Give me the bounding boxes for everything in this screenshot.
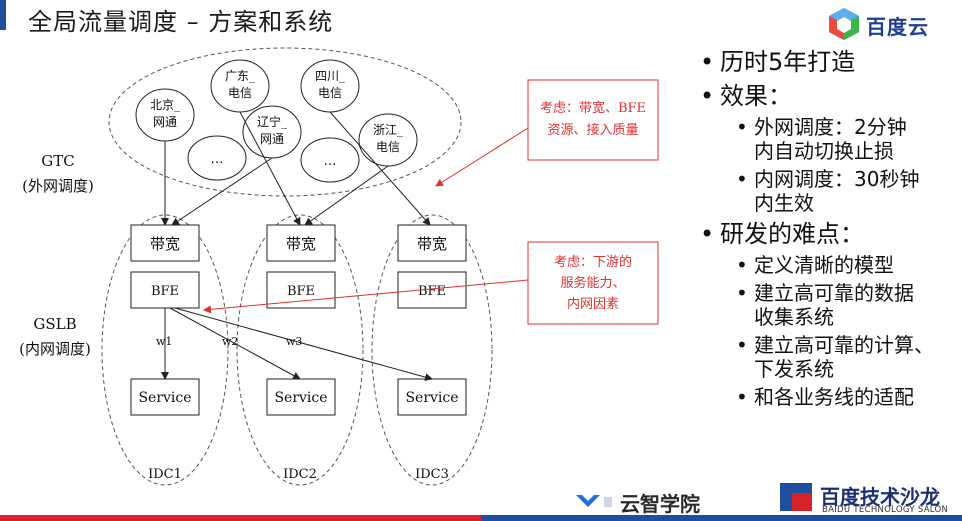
bullet-difficulties: 研发的难点：	[700, 219, 962, 250]
note-gslb-arrow	[203, 279, 529, 314]
bandwidth-box-idc3: 带宽	[397, 224, 467, 262]
isp-ellipsis-1: …	[187, 135, 247, 181]
svg-text:辽宁_: 辽宁_	[257, 114, 287, 129]
bandwidth-box-idc1: 带宽	[130, 224, 200, 262]
isp-guangdong: 广东_ 电信	[210, 59, 270, 113]
note-gslb-considerations: 考虑：下游的 服务能力、 内网因素	[527, 241, 659, 325]
svg-text:…: …	[324, 154, 337, 169]
isp-ellipsis-2: …	[300, 137, 360, 183]
svg-text:Service: Service	[405, 390, 458, 406]
bullet-history: 历时5年打造	[700, 47, 962, 78]
svg-text:网通: 网通	[153, 115, 177, 129]
academy-text: 云智学院	[620, 492, 700, 516]
slide-title: 全局流量调度 – 方案和系统	[28, 8, 334, 36]
idc2-label: IDC2	[283, 467, 317, 482]
idc1-label: IDC1	[148, 467, 182, 482]
isp-liaoning: 辽宁_ 网通	[242, 105, 302, 159]
sub-bullet-compute-dispatch: 建立高可靠的计算、 下发系统	[700, 333, 962, 381]
note-gtc-arrow	[435, 127, 529, 187]
title-accent-bar	[0, 0, 6, 30]
gtc-label: GTC	[41, 152, 74, 170]
svg-text:广东_: 广东_	[225, 69, 255, 83]
svg-text:四川_: 四川_	[315, 69, 345, 83]
baidu-cloud-logo: 百度云	[826, 6, 956, 42]
svg-text:内网因素: 内网因素	[567, 296, 619, 312]
svg-text:Service: Service	[274, 390, 327, 406]
svg-text:BFE: BFE	[418, 284, 446, 299]
gslb-label: GSLB	[33, 315, 76, 333]
weight-w2: w2	[222, 335, 238, 348]
svg-text:BFE: BFE	[287, 284, 315, 299]
weight-w1: w1	[156, 335, 172, 348]
svg-text:带宽: 带宽	[286, 235, 316, 253]
baidu-tech-salon-logo: 百度技术沙龙 BAIDU TECHNOLOGY SALON	[780, 481, 960, 517]
idc2-region	[236, 214, 364, 486]
svg-text:Service: Service	[138, 390, 191, 406]
bfe-box-idc3: BFE	[397, 271, 467, 309]
service-box-idc3: Service	[397, 378, 467, 416]
svg-text:北京_: 北京_	[150, 98, 180, 112]
idc3-region	[371, 214, 493, 486]
bullet-effect: 效果：	[700, 81, 962, 112]
sub-bullet-external: 外网调度：2分钟 内自动切换止损	[700, 115, 962, 163]
baidu-cloud-cube-icon	[829, 8, 859, 40]
idc1-region	[101, 214, 229, 486]
footer: 云智学院 百度技术沙龙 BAIDU TECHNOLOGY SALON	[0, 481, 962, 521]
idc3-label: IDC3	[415, 467, 449, 482]
logo-text: 百度云	[866, 15, 929, 39]
bandwidth-box-idc2: 带宽	[266, 224, 336, 262]
sub-bullet-model: 定义清晰的模型	[700, 253, 962, 277]
svg-text:带宽: 带宽	[150, 235, 180, 253]
svg-text:浙江_: 浙江_	[373, 123, 403, 137]
svg-text:考虑：下游的: 考虑：下游的	[554, 254, 632, 270]
sub-bullet-data-collection: 建立高可靠的数据 收集系统	[700, 281, 962, 329]
svg-text:资源、接入质量: 资源、接入质量	[547, 122, 638, 138]
svg-text:电信: 电信	[376, 140, 400, 154]
salon-en-text: BAIDU TECHNOLOGY SALON	[822, 505, 949, 515]
sub-bullet-internal: 内网调度：30秒钟 内生效	[700, 167, 962, 215]
footer-stripe-red	[0, 515, 481, 521]
gslb-arrows	[161, 307, 433, 381]
svg-text:BFE: BFE	[151, 284, 179, 299]
svg-text:服务能力、: 服务能力、	[560, 275, 625, 291]
svg-text:电信: 电信	[318, 86, 342, 100]
note-gtc-considerations: 考虑：带宽、BFE 资源、接入质量	[527, 79, 659, 161]
service-box-idc2: Service	[266, 378, 336, 416]
isp-sichuan: 四川_ 电信	[300, 59, 360, 113]
sub-bullet-business-adaptation: 和各业务线的适配	[700, 385, 962, 409]
bfe-box-idc2: BFE	[266, 271, 336, 309]
service-box-idc1: Service	[130, 378, 200, 416]
gtc-arrows	[161, 111, 431, 226]
gslb-sub-label: (内网调度)	[19, 340, 91, 358]
weight-w3: w3	[286, 335, 302, 348]
gtc-sub-label: (外网调度)	[22, 177, 94, 195]
academy-wing-icon	[576, 495, 612, 507]
bfe-box-idc1: BFE	[130, 271, 200, 309]
svg-text:电信: 电信	[228, 86, 252, 100]
isp-zhejiang: 浙江_ 电信	[358, 113, 418, 167]
svg-text:网通: 网通	[260, 132, 284, 146]
salon-badge-icon	[780, 483, 812, 511]
footer-stripe-blue	[481, 515, 962, 521]
svg-text:带宽: 带宽	[417, 235, 447, 253]
bullet-list: 历时5年打造 效果： 外网调度：2分钟 内自动切换止损 内网调度：30秒钟 内生…	[700, 47, 962, 413]
salon-cn-text: 百度技术沙龙	[820, 485, 940, 509]
svg-text:考虑：带宽、BFE: 考虑：带宽、BFE	[540, 100, 646, 116]
svg-text:…: …	[211, 152, 224, 167]
isp-beijing: 北京_ 网通	[135, 88, 195, 142]
gtc-gslb-diagram: GTC (外网调度) GSLB (内网调度) 北京_ 网通 广东_ 电信 辽宁_…	[19, 47, 659, 486]
